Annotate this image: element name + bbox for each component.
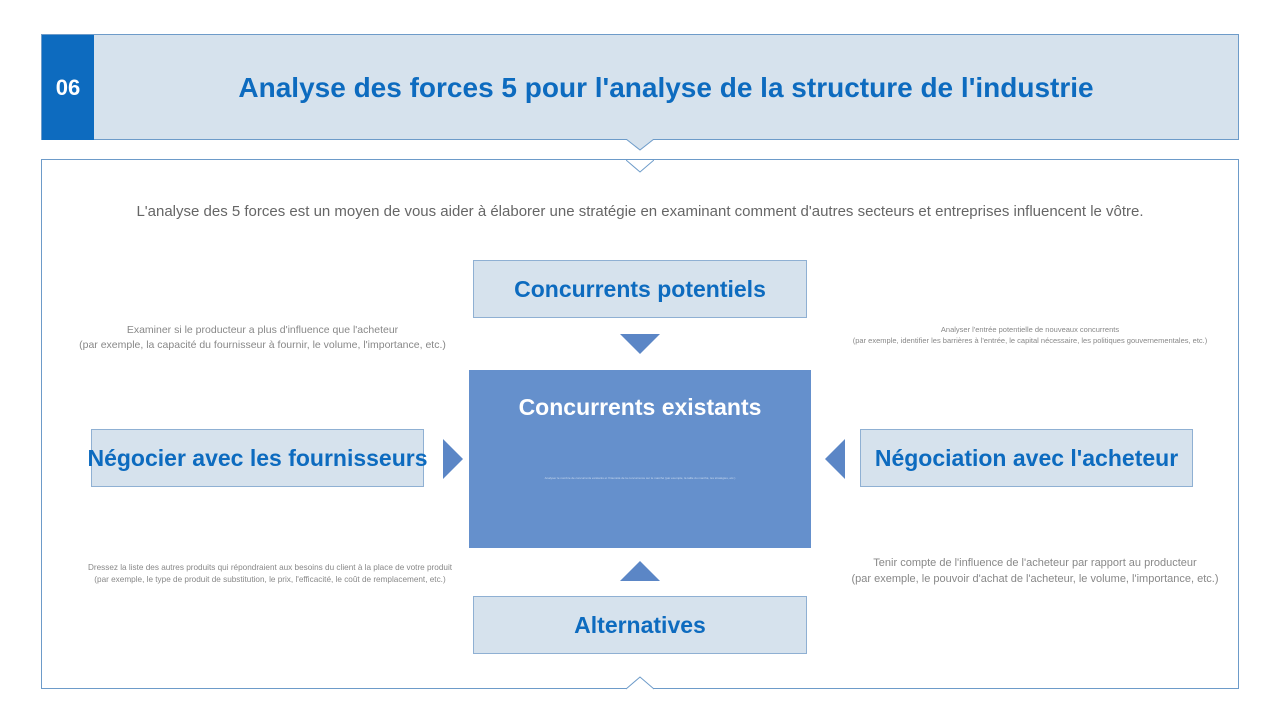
note-line: Tenir compte de l'influence de l'acheteu… <box>873 557 1197 569</box>
box-alternatives: Alternatives <box>473 596 807 654</box>
intro-text: L'analyse des 5 forces est un moyen de v… <box>136 203 1144 220</box>
box-potential-competitors: Concurrents potentiels <box>473 260 807 318</box>
section-number: 06 <box>42 35 94 140</box>
box-suppliers: Négocier avec les fournisseurs <box>87 429 428 487</box>
note-line: (par exemple, le pouvoir d'achat de l'ac… <box>851 572 1219 585</box>
note-line: (par exemple, le type de produit de subs… <box>94 574 446 584</box>
center-description: Analyser le nombre de concurrents exista… <box>544 476 736 480</box>
page-title: Analyse des forces 5 pour l'analyse de l… <box>238 71 1094 103</box>
note-top-right: Analyser l'entrée potentielle de nouveau… <box>830 325 1230 347</box>
arrow-left-icon <box>825 439 845 479</box>
box-buyers: Négociation avec l'acheteur <box>860 429 1193 487</box>
note-line: (par exemple, identifier les barrières à… <box>852 335 1208 345</box>
header-notch <box>626 139 654 173</box>
note-top-left: Examiner si le producteur a plus d'influ… <box>60 323 465 353</box>
box-existing-competitors: Concurrents existants Analyser le nombre… <box>469 370 811 548</box>
arrow-right-icon <box>443 439 463 479</box>
center-title: Concurrents existants <box>518 394 762 420</box>
note-line: Analyser l'entrée potentielle de nouveau… <box>940 325 1120 334</box>
arrow-up-icon <box>620 561 660 581</box>
note-line: Dressez la liste des autres produits qui… <box>87 563 453 572</box>
note-bottom-left: Dressez la liste des autres produits qui… <box>55 562 485 586</box>
bottom-notch <box>626 676 654 690</box>
header: 06 Analyse des forces 5 pour l'analyse d… <box>41 34 1239 140</box>
note-line: Examiner si le producteur a plus d'influ… <box>126 324 399 336</box>
note-bottom-right: Tenir compte de l'influence de l'acheteu… <box>825 556 1245 588</box>
note-line: (par exemple, la capacité du fournisseur… <box>79 339 446 352</box>
arrow-down-icon <box>620 334 660 354</box>
